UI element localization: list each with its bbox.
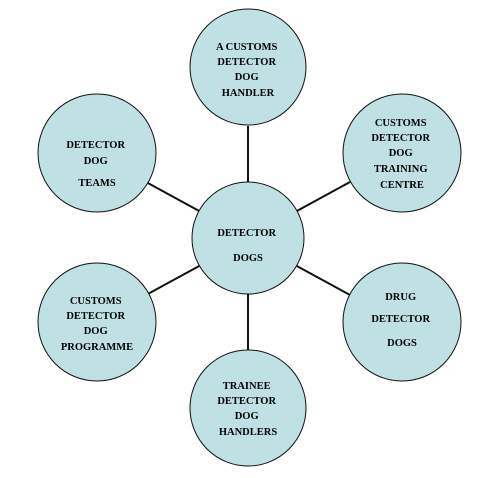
node-teams-circle xyxy=(37,93,157,213)
node-trainee-handlers-line: TRAINEE xyxy=(223,381,271,392)
node-center-circle xyxy=(191,181,305,295)
svg-text:CUSTOMS DETECTOR D: CUSTOMS DETECTOR DOG PROGRAMME xyxy=(61,296,133,353)
node-trainee-handlers-circle xyxy=(189,349,307,467)
node-teams: DETECTOR DOG TEAMS xyxy=(37,93,157,213)
node-handler-line: A CUSTOMS xyxy=(216,42,278,53)
svg-text:DRUG DETECTOR DOGS: DRUG DETECTOR DOGS xyxy=(371,292,432,349)
node-drug-dogs-circle xyxy=(342,262,462,382)
node-drug-dogs-line: DRUG xyxy=(385,292,416,303)
node-training-centre-line: TRAINING xyxy=(374,164,428,175)
node-teams-line: TEAMS xyxy=(78,178,116,189)
node-teams-line: DETECTOR xyxy=(66,140,125,151)
node-training-centre-line: CUSTOMS xyxy=(375,118,427,129)
node-programme: CUSTOMS DETECTOR DOG PROGRAMME xyxy=(37,262,157,382)
node-center-line: DOGS xyxy=(233,253,263,264)
spoke-teams xyxy=(145,181,202,213)
svg-text:DETECTOR DOGS: DETECTOR DOGS xyxy=(217,228,278,264)
node-drug-dogs-line: DOGS xyxy=(387,338,417,349)
node-handler-line: HANDLER xyxy=(222,88,275,99)
node-handler: A CUSTOMS DETECTOR DOG HANDLER xyxy=(189,8,307,126)
node-programme-line: CUSTOMS xyxy=(70,296,122,307)
node-programme-line: DOG xyxy=(84,326,108,337)
node-trainee-handlers-line: DETECTOR xyxy=(217,396,276,407)
svg-text:TRAINEE DETECTOR D: TRAINEE DETECTOR DOG HANDLERS xyxy=(217,381,278,438)
spoke-drug-dogs xyxy=(294,264,351,296)
node-teams-line: DOG xyxy=(84,156,108,167)
node-center: DETECTOR DOGS xyxy=(191,181,305,295)
node-handler-line: DETECTOR xyxy=(217,57,276,68)
spoke-training-centre xyxy=(294,181,351,213)
node-center-line: DETECTOR xyxy=(217,228,276,239)
node-programme-circle xyxy=(37,262,157,382)
node-handler-circle xyxy=(189,8,307,126)
svg-text:A CUSTOMS DETECTOR: A CUSTOMS DETECTOR DOG HANDLER xyxy=(216,42,280,99)
node-trainee-handlers-line: HANDLERS xyxy=(219,427,278,438)
node-training-centre-line: DETECTOR xyxy=(371,133,430,144)
svg-text:CUSTOMS DETECTOR D: CUSTOMS DETECTOR DOG TRAINING CENTRE xyxy=(371,118,432,191)
spoke-programme xyxy=(145,264,202,296)
node-trainee-handlers-line: DOG xyxy=(235,411,259,422)
node-handler-line: DOG xyxy=(235,72,259,83)
node-training-centre-line: CENTRE xyxy=(380,180,424,191)
node-training-centre-circle xyxy=(342,93,462,213)
spokes xyxy=(145,126,351,350)
node-programme-line: PROGRAMME xyxy=(61,342,133,353)
node-training-centre-line: DOG xyxy=(389,148,413,159)
node-trainee-handlers: TRAINEE DETECTOR DOG HANDLERS xyxy=(189,349,307,467)
node-drug-dogs: DRUG DETECTOR DOGS xyxy=(342,262,462,382)
node-drug-dogs-line: DETECTOR xyxy=(371,314,430,325)
node-programme-line: DETECTOR xyxy=(66,311,125,322)
svg-text:DETECTOR DOG TEAMS: DETECTOR DOG TEAMS xyxy=(66,140,127,189)
node-training-centre: CUSTOMS DETECTOR DOG TRAINING CENTRE xyxy=(342,93,462,213)
